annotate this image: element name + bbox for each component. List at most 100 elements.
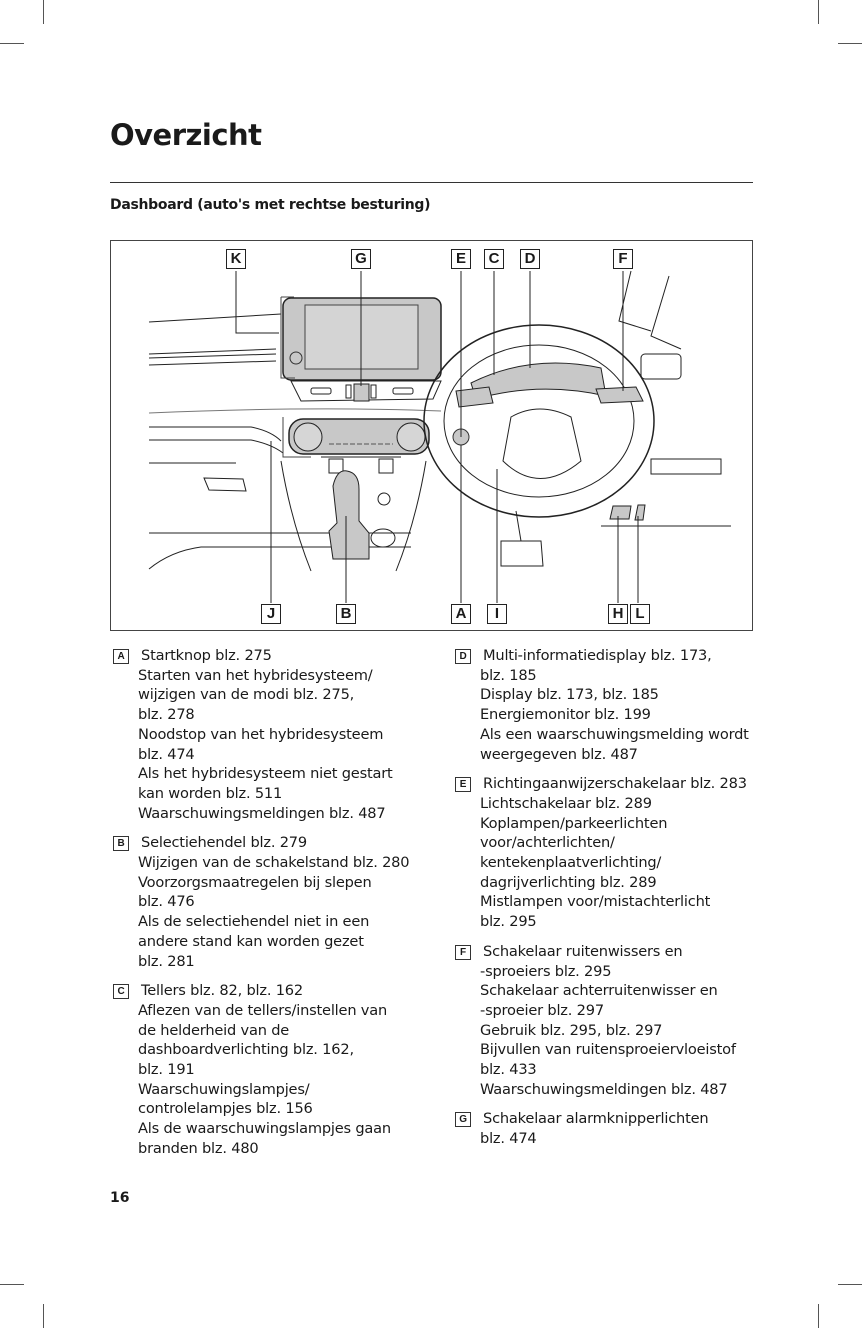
legend-label-badge: B xyxy=(113,836,129,852)
crop-mark xyxy=(43,0,44,24)
dash-line xyxy=(148,360,277,366)
legend-line: Als het hybridesysteem niet gestart xyxy=(138,765,393,783)
legend-line: blz. 474 xyxy=(138,745,195,763)
legend-line: Aflezen van de tellers/instellen van xyxy=(138,1001,388,1019)
legend-line: blz. 476 xyxy=(138,893,195,911)
instrument-cluster xyxy=(470,362,607,400)
dash-line xyxy=(148,313,282,323)
dash-line xyxy=(149,439,284,454)
legend-entry-d: D Multi-informatiedisplay blz. 173, blz. 1… xyxy=(455,646,760,764)
legend-heading: Richtingaanwijzerschakelaar blz. 283 xyxy=(483,775,747,793)
legend-line: andere stand kan worden gezet xyxy=(138,932,364,950)
legend-line: dagrijverlichting blz. 289 xyxy=(480,873,657,891)
legend-label-badge: E xyxy=(455,777,471,793)
legend-line: Voorzorgsmaatregelen bij slepen xyxy=(138,873,372,891)
legend-line: blz. 474 xyxy=(480,1130,537,1148)
callout-e: E xyxy=(451,249,471,269)
callout-a: A xyxy=(451,604,471,624)
climate-panel xyxy=(288,418,430,455)
legend-line: -sproeier blz. 297 xyxy=(480,1001,604,1019)
legend-label-badge: A xyxy=(113,649,129,664)
dash-line xyxy=(148,408,442,414)
callout-c: C xyxy=(484,249,504,269)
crop-mark xyxy=(0,1284,24,1285)
brake-pedal xyxy=(500,540,544,567)
legend-entry-g: G Schakelaar alarmknipperlichten blz. 474 xyxy=(455,1109,760,1148)
crop-mark xyxy=(818,1304,819,1328)
legend-line: Noodstop van het hybridesysteem xyxy=(138,725,384,743)
legend-label-badge: C xyxy=(113,984,129,1000)
legend-heading: Tellers blz. 82, blz. 162 xyxy=(141,982,303,1000)
legend-line: Mistlampen voor/mistachterlicht xyxy=(480,893,711,911)
legend-line: blz. 191 xyxy=(138,1061,195,1079)
dash-line xyxy=(149,426,282,442)
legend-line: Als de selectiehendel niet in een xyxy=(138,913,370,931)
page-title: Overzicht xyxy=(110,118,262,152)
crop-mark xyxy=(0,43,24,44)
legend-line: wijzigen van de modi blz. 275, xyxy=(138,686,355,704)
legend-line: voor/achterlichten/ xyxy=(480,834,615,852)
legend-label-badge: G xyxy=(455,1112,471,1128)
callout-g: G xyxy=(351,249,371,269)
legend-line: blz. 295 xyxy=(480,913,537,931)
title-divider xyxy=(110,182,753,183)
legend-line: Wijzigen van de schakelstand blz. 280 xyxy=(138,854,410,872)
legend-label-badge: D xyxy=(455,649,471,664)
legend-column-right: D Multi-informatiedisplay blz. 173, blz. 1… xyxy=(455,646,760,1159)
crop-mark xyxy=(818,0,819,24)
legend-line: blz. 433 xyxy=(480,1061,537,1079)
legend-line: Als de waarschuwingslampjes gaan xyxy=(138,1120,391,1138)
gear-selector xyxy=(328,470,370,560)
dashboard-drawing xyxy=(148,270,731,603)
crop-mark xyxy=(838,1284,862,1285)
legend-line: blz. 278 xyxy=(138,706,195,724)
crop-mark xyxy=(838,43,862,44)
legend-line: blz. 185 xyxy=(480,666,537,684)
page-number: 16 xyxy=(110,1190,130,1206)
callout-j: J xyxy=(261,604,281,624)
dash-line xyxy=(148,546,411,570)
crop-mark xyxy=(43,1304,44,1328)
legend-entry-f: F Schakelaar ruitenwissers en -sproeiers b… xyxy=(455,942,760,1100)
callout-i: I xyxy=(487,604,507,624)
legend-line: blz. 281 xyxy=(138,952,195,970)
legend-line: Waarschuwingsmeldingen blz. 487 xyxy=(480,1080,728,1098)
legend-line: Gebruik blz. 295, blz. 297 xyxy=(480,1021,663,1039)
callout-b: B xyxy=(336,604,356,624)
legend-line: Schakelaar achterruitenwisser en xyxy=(480,982,718,1000)
legend-line: controlelampjes blz. 156 xyxy=(138,1100,313,1118)
dashboard-illustration: K G E C D F J B A I H L xyxy=(110,240,753,631)
legend-line: Lichtschakelaar blz. 289 xyxy=(480,794,652,812)
hazard-switch xyxy=(353,383,370,402)
callout-l: L xyxy=(630,604,650,624)
callout-d: D xyxy=(520,249,540,269)
switch-h xyxy=(609,505,632,520)
callout-f: F xyxy=(613,249,633,269)
steering-wheel xyxy=(423,324,655,518)
legend-heading: Schakelaar ruitenwissers en xyxy=(483,942,683,960)
legend-line: Koplampen/parkeerlichten xyxy=(480,814,668,832)
callout-h: H xyxy=(608,604,628,624)
legend-line: dashboardverlichting blz. 162, xyxy=(138,1041,354,1059)
switch-l xyxy=(634,504,646,521)
legend-line: de helderheid van de xyxy=(138,1021,290,1039)
legend-line: kentekenplaatverlichting/ xyxy=(480,854,662,872)
legend-line: weergegeven blz. 487 xyxy=(480,745,638,763)
legend-heading: Schakelaar alarmknipperlichten xyxy=(483,1110,709,1128)
glovebox-handle xyxy=(203,477,247,492)
legend-heading: Startknop blz. 275 xyxy=(141,647,272,664)
legend-line: kan worden blz. 511 xyxy=(138,784,283,802)
legend-line: Starten van het hybridesysteem/ xyxy=(138,666,373,684)
legend-line: -sproeiers blz. 295 xyxy=(480,962,612,980)
dash-line xyxy=(148,353,277,359)
legend-heading: Multi-informatiedisplay blz. 173, xyxy=(483,647,712,664)
legend-line: Als een waarschuwingsmelding wordt xyxy=(480,725,749,743)
legend-line: Display blz. 173, blz. 185 xyxy=(480,686,659,704)
callout-k: K xyxy=(226,249,246,269)
legend-label-badge: F xyxy=(455,944,471,960)
